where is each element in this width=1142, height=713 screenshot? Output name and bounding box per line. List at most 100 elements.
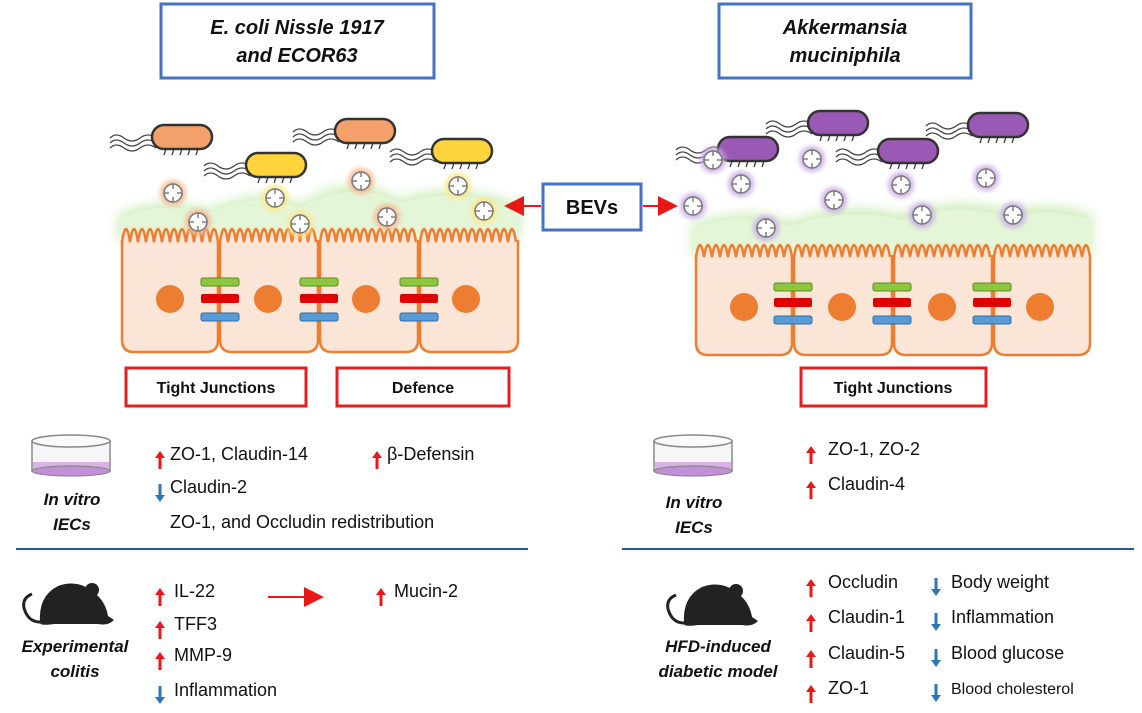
svg-text:ZO-1, Claudin-14: ZO-1, Claudin-14 (170, 444, 308, 464)
left-title-line1: E. coli Nissle 1917 (210, 17, 384, 39)
svg-text:MMP-9: MMP-9 (174, 645, 232, 665)
left-junction-2 (299, 277, 339, 322)
finding-left-invitro-1: Claudin-2 (155, 477, 247, 502)
vesicle-icon (185, 209, 211, 235)
finding-right-hfd-2: Claudin-5 (806, 643, 905, 668)
svg-text:β-Defensin: β-Defensin (387, 444, 474, 464)
right-epithelium (692, 204, 1092, 357)
left-title-box: E. coli Nissle 1917 and ECOR63 (159, 2, 436, 80)
vesicle-icon (753, 215, 779, 241)
arrow-down-icon (931, 684, 941, 702)
finding-left-invitro-2: ZO-1, and Occludin redistribution (170, 512, 434, 532)
finding-right-invitro-1: Claudin-4 (806, 474, 905, 499)
left-tight-junctions-label: Tight Junctions (157, 380, 276, 397)
vesicle-icon (728, 171, 754, 197)
bacteria-layer (109, 109, 1030, 184)
left-mouse-icon (22, 583, 115, 625)
right-title-line2: muciniphila (789, 45, 900, 67)
vesicle-icon (1000, 202, 1026, 228)
arrow-up-icon (806, 481, 816, 499)
finding-right-hfd-3: ZO-1 (806, 678, 869, 703)
right-mouse-icon (666, 584, 758, 626)
svg-text:Blood glucose: Blood glucose (951, 643, 1064, 663)
bacterium-icon (389, 137, 494, 170)
finding-left-colitis-1: TFF3 (155, 614, 217, 639)
finding-right-hfd-6: Blood glucose (931, 643, 1064, 667)
arrow-up-icon (155, 588, 165, 606)
svg-text:Inflammation: Inflammation (174, 680, 277, 700)
finding-left-colitis-3: Inflammation (155, 680, 277, 704)
left-cell-2 (218, 227, 320, 354)
vesicle-icon (471, 198, 497, 224)
arrow-down-icon (155, 484, 165, 502)
finding-right-hfd-5: Inflammation (931, 607, 1054, 631)
left-colitis-label-line1: Experimental (22, 637, 130, 656)
left-title-line2: and ECOR63 (236, 45, 357, 67)
left-defence-box: Defence (335, 366, 511, 408)
left-tight-junctions-box: Tight Junctions (124, 366, 308, 408)
arrow-down-icon (931, 578, 941, 596)
left-invitro-label-line1: In vitro (44, 490, 101, 509)
vesicle-icon (287, 211, 313, 237)
vesicle-icon (799, 146, 825, 172)
svg-text:Claudin-1: Claudin-1 (828, 607, 905, 627)
bevs-callout: BEVs (504, 182, 678, 232)
svg-text:Inflammation: Inflammation (951, 607, 1054, 627)
left-epithelium (118, 186, 520, 354)
arrow-up-icon (376, 588, 386, 606)
arrow-up-icon (806, 650, 816, 668)
svg-text:IL-22: IL-22 (174, 581, 215, 601)
svg-text:Claudin-2: Claudin-2 (170, 477, 247, 497)
vesicle-icon (700, 147, 726, 173)
arrow-down-icon (155, 686, 165, 704)
vesicle-icon (374, 204, 400, 230)
right-petri-dish-icon (653, 434, 733, 477)
arrow-up-icon (372, 451, 382, 469)
svg-text:Blood cholesterol: Blood cholesterol (951, 681, 1074, 698)
arrow-up-icon (806, 579, 816, 597)
right-junction-3 (972, 282, 1012, 325)
vesicle-icon (348, 168, 374, 194)
right-tight-junctions-label: Tight Junctions (834, 380, 953, 397)
arrow-up-icon (155, 621, 165, 639)
right-hfd-label-line1: HFD-induced (665, 637, 771, 656)
bacterium-icon (765, 109, 870, 142)
finding-right-hfd-1: Claudin-1 (806, 607, 905, 632)
right-junction-1 (773, 282, 813, 325)
right-cell-4 (992, 243, 1092, 357)
right-cell-1 (694, 243, 794, 357)
finding-right-hfd-7: Blood cholesterol (931, 681, 1074, 702)
bacterium-icon (675, 135, 780, 168)
vesicle-icon (160, 180, 186, 206)
arrow-up-icon (155, 451, 165, 469)
left-invitro-label-line2: IECs (53, 515, 91, 534)
svg-text:Occludin: Occludin (828, 572, 898, 592)
vesicle-icon (445, 173, 471, 199)
right-invitro-label-line1: In vitro (666, 493, 723, 512)
arrow-up-icon (806, 614, 816, 632)
finding-left-colitis-0: IL-22 (155, 581, 215, 606)
vesicle-icon (888, 172, 914, 198)
arrow-up-icon (806, 446, 816, 464)
finding-left-colitis-4: Mucin-2 (376, 581, 458, 606)
finding-left-invitro-0: ZO-1, Claudin-14 (155, 444, 308, 469)
arrow-down-icon (931, 613, 941, 631)
bacterium-icon (835, 137, 940, 170)
bacterium-icon (109, 123, 214, 156)
left-cell-4 (418, 227, 520, 354)
bacterium-icon (292, 117, 397, 150)
finding-left-invitro-3: β-Defensin (372, 444, 474, 469)
right-hfd-label-line2: diabetic model (658, 662, 778, 681)
left-defence-label: Defence (392, 380, 454, 397)
vesicle-icon (909, 202, 935, 228)
svg-text:Claudin-4: Claudin-4 (828, 474, 905, 494)
svg-text:ZO-1: ZO-1 (828, 678, 869, 698)
left-petri-dish-icon (31, 434, 111, 477)
left-junction-1 (200, 277, 240, 322)
right-title-box: Akkermansia muciniphila (717, 2, 973, 80)
arrow-up-icon (155, 652, 165, 670)
right-junction-2 (872, 282, 912, 325)
svg-text:TFF3: TFF3 (174, 614, 217, 634)
vesicle-icon (973, 165, 999, 191)
